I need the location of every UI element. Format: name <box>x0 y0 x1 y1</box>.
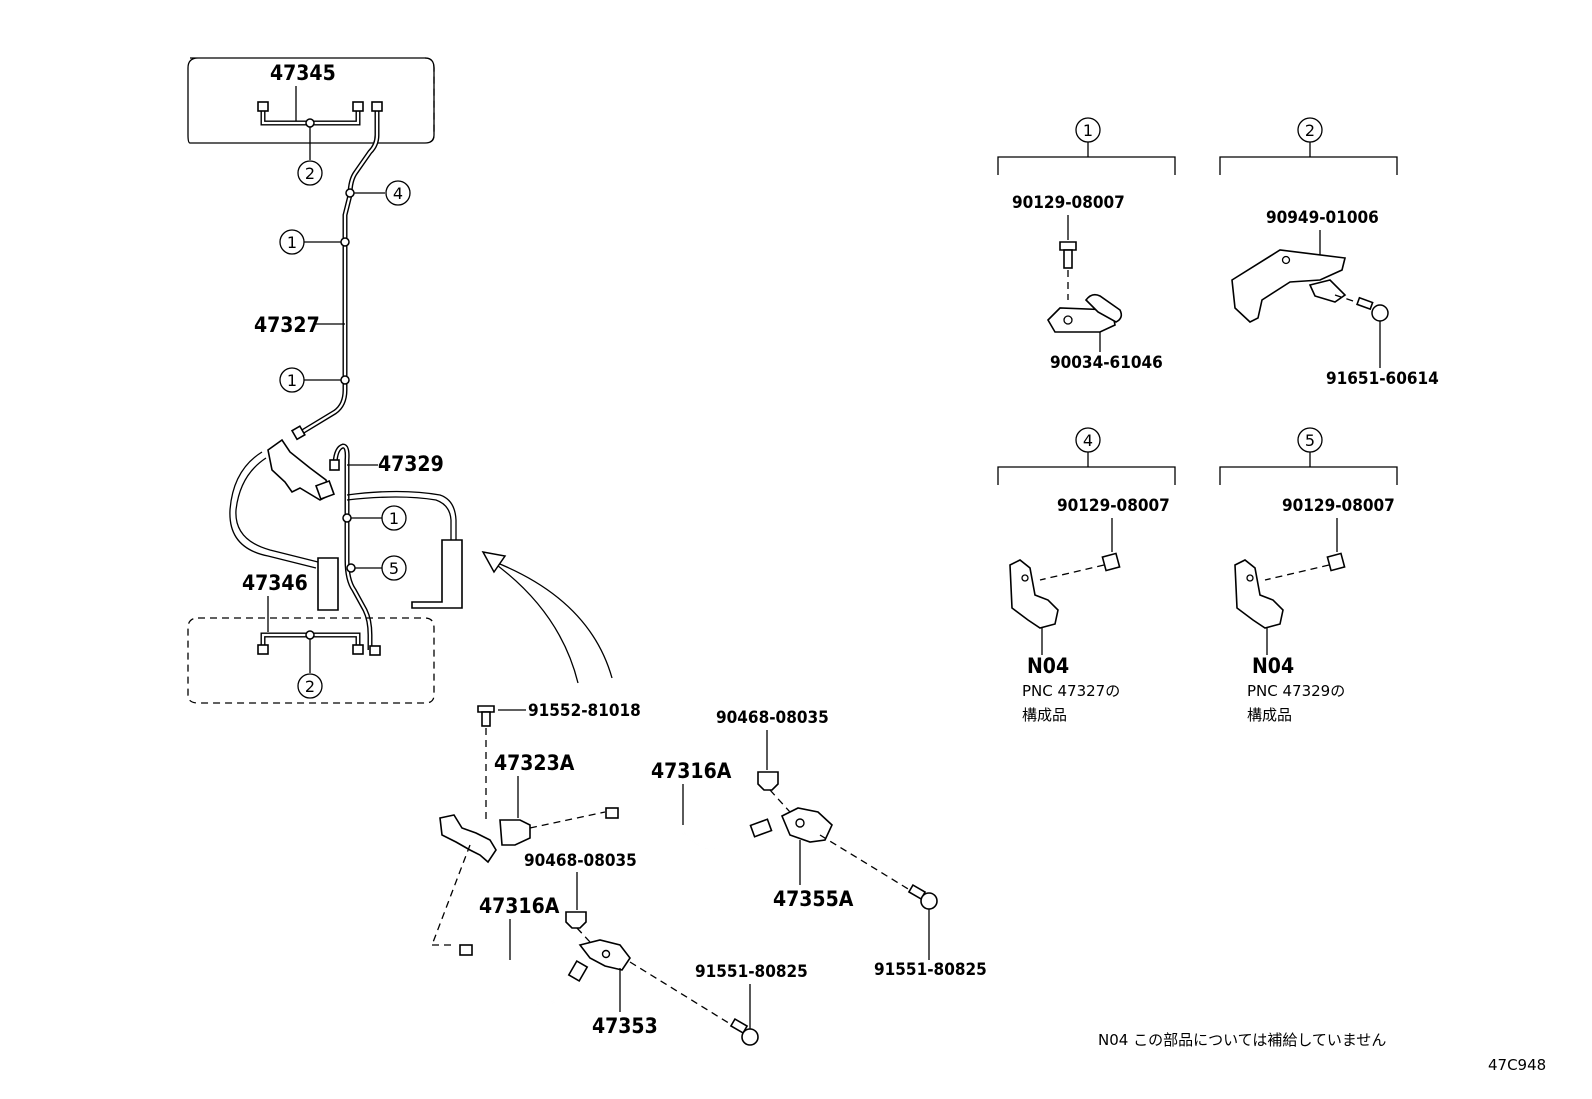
detail-2-bolt-label: 91651-60614 <box>1326 369 1439 389</box>
part-91551-left-label: 91551-80825 <box>695 962 808 982</box>
detail-5-pnc-label-2: 構成品 <box>1247 706 1292 724</box>
detail-4-pnc-label-2: 構成品 <box>1022 706 1067 724</box>
callout-5: 5 <box>381 555 407 581</box>
pipe-47327: 47327 <box>254 101 385 441</box>
pipe-47329: 47329 <box>229 438 463 650</box>
part-47355A-label: 47355A <box>773 887 854 911</box>
detail-4-pnc-label: PNC 47327の <box>1022 682 1120 700</box>
assembly-47346: 47346 <box>187 571 435 704</box>
part-90468-mid-label: 90468-08035 <box>524 851 637 871</box>
footnote: N04 この部品については補給していません <box>1098 1031 1386 1049</box>
svg-text:2: 2 <box>305 677 315 696</box>
diagram-code: 47C948 <box>1488 1056 1546 1074</box>
svg-text:1: 1 <box>389 509 399 528</box>
detail-5-code-label: N04 <box>1252 654 1294 678</box>
callout-2-bottom: 2 <box>297 673 323 699</box>
svg-text:1: 1 <box>1083 121 1093 140</box>
part-47345-label: 47345 <box>270 61 336 85</box>
svg-text:2: 2 <box>305 164 315 183</box>
svg-text:5: 5 <box>1305 431 1315 450</box>
callout-4: 4 <box>385 180 411 206</box>
part-47327-label: 47327 <box>254 313 320 337</box>
svg-text:2: 2 <box>1305 121 1315 140</box>
callout-2-top: 2 <box>297 160 323 186</box>
svg-text:1: 1 <box>287 233 297 252</box>
part-47346-label: 47346 <box>242 571 308 595</box>
part-47316A-bottom-label: 47316A <box>479 894 560 918</box>
svg-text:4: 4 <box>393 184 403 203</box>
detail-1-bolt-label: 90129-08007 <box>1012 193 1125 213</box>
detail-1: 1 90129-08007 90034-61046 <box>997 117 1176 373</box>
callout-1-a: 1 <box>279 229 305 255</box>
part-47323A-label: 47323A <box>494 751 575 775</box>
svg-text:5: 5 <box>389 559 399 578</box>
detail-4-code-label: N04 <box>1027 654 1069 678</box>
detail-2: 2 90949-01006 91651-60614 <box>1219 117 1439 389</box>
pointer-arrow <box>481 550 613 684</box>
sensor-assembly: 91552-81018 47323A 47316A 90468-08035 47… <box>431 701 987 1046</box>
svg-text:4: 4 <box>1083 431 1093 450</box>
detail-4-bolt-label: 90129-08007 <box>1057 496 1170 516</box>
detail-5-pnc-label: PNC 47329の <box>1247 682 1345 700</box>
svg-text:1: 1 <box>287 371 297 390</box>
part-91551-right-label: 91551-80825 <box>874 960 987 980</box>
detail-1-clamp-label: 90034-61046 <box>1050 353 1163 373</box>
detail-5-bolt-label: 90129-08007 <box>1282 496 1395 516</box>
callout-1-b: 1 <box>279 367 305 393</box>
part-91552-label: 91552-81018 <box>528 701 641 721</box>
callout-1-c: 1 <box>381 505 407 531</box>
assembly-47345: 47345 <box>187 57 435 160</box>
detail-2-bracket-label: 90949-01006 <box>1266 208 1379 228</box>
detail-4: 4 90129-08007 N04 PNC 47327の 構成品 <box>997 427 1176 724</box>
part-47353-label: 47353 <box>592 1014 658 1038</box>
part-90468-top-label: 90468-08035 <box>716 708 829 728</box>
part-47316A-top-label: 47316A <box>651 759 732 783</box>
detail-5: 5 90129-08007 N04 PNC 47329の 構成品 <box>1219 427 1398 724</box>
part-47329-label: 47329 <box>378 452 444 476</box>
